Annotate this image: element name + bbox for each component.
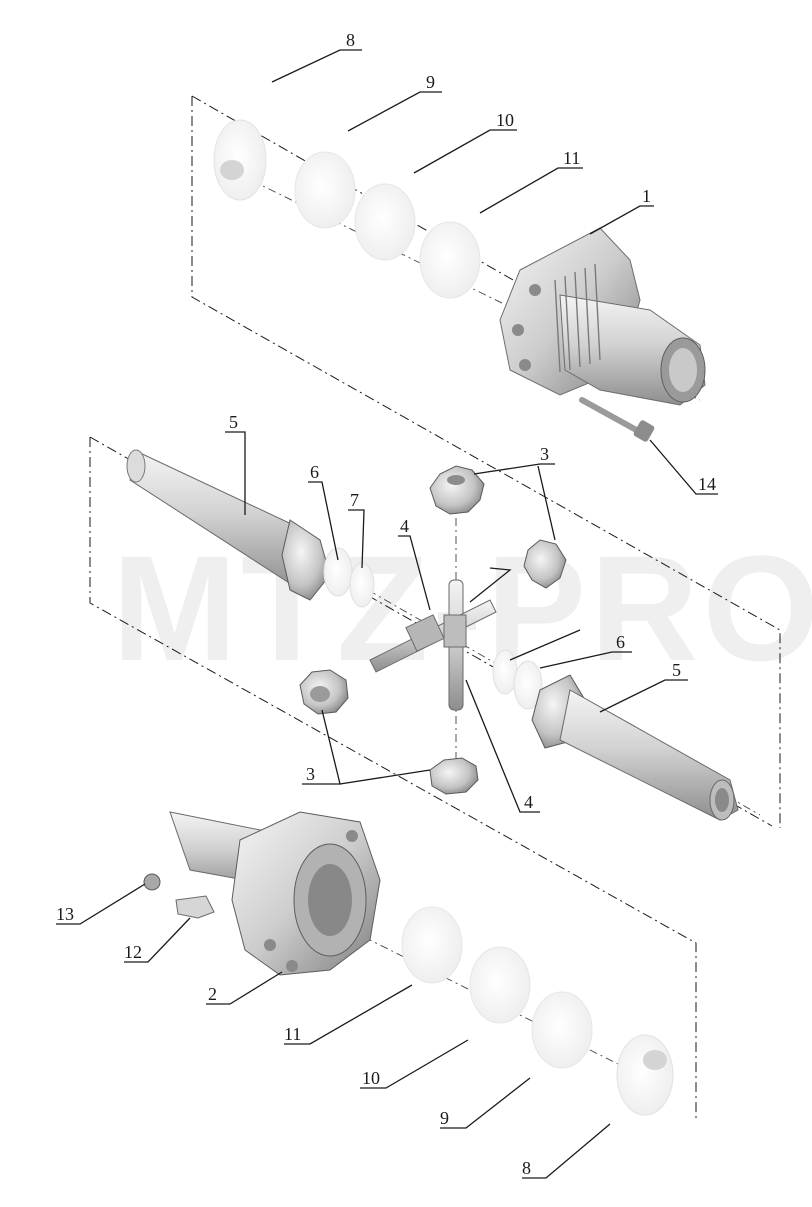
callout-9-top: 9 [426,72,435,92]
callout-6-left: 6 [310,462,319,482]
callout-3-top: 3 [540,444,549,464]
leader-12 [124,917,191,963]
callout-5-left: 5 [229,412,238,432]
callout-11-top: 11 [563,148,580,168]
middle-frame [89,437,697,1120]
housing-1 [499,227,706,406]
callout-1: 1 [642,186,651,206]
washer-8-bottom-hole [643,1050,667,1070]
upper-washers [213,119,481,299]
callout-8-bottom: 8 [522,1158,531,1178]
callout-2: 2 [208,984,217,1004]
leader-1 [589,205,654,235]
gear-3-left [299,669,349,715]
callout-4-bottom: 4 [524,792,533,812]
callout-10-top: 10 [496,110,514,130]
leader-11-top [479,167,583,214]
nut-13 [143,873,161,891]
satellite-gears-3 [299,465,567,795]
callout-6-right: 6 [616,632,625,652]
callout-labels: 8 9 10 11 1 14 5 6 7 4 3 6 5 3 4 13 12 2… [56,30,716,1178]
leader-5-right [599,679,688,713]
washer-9-bottom [531,991,593,1069]
washer-10-bottom [469,946,531,1024]
washer-9-top [294,151,356,229]
leader-8-top [271,49,362,83]
washer-11-top [419,221,481,299]
leader-5-left [225,431,246,515]
callout-8-top: 8 [346,30,355,50]
leader-2 [206,971,283,1005]
leader-6-right [539,651,632,669]
callout-3-bottom: 3 [306,764,315,784]
lower-washers [401,906,674,1116]
leader-3-bottom-b [339,769,431,785]
leader-6-right-b [509,629,581,661]
leader-9-top [347,91,442,132]
gear-3-bottom [429,757,479,795]
leader-4-top [398,535,431,611]
washers-6-right [492,649,543,710]
lock-plate-12 [175,895,215,919]
callout-4-top: 4 [400,516,409,536]
leader-4-mid [469,567,512,603]
washer-8-bottom [616,1034,674,1116]
leader-lines [56,49,718,1179]
washer-11-bottom [401,906,463,984]
leader-4-bottom [465,679,540,813]
callout-5-right: 5 [672,660,681,680]
bolt-14 [579,397,655,442]
axle-shaft-5-left [126,449,331,601]
washers-6-7-left [323,547,375,608]
leader-8-bottom [522,1123,611,1179]
housing-2 [169,811,381,976]
gear-3-top [429,465,485,515]
callout-12: 12 [124,942,142,962]
axle-shaft-5-right [531,674,739,821]
callout-11-bottom: 11 [284,1024,301,1044]
callout-9-bottom: 9 [440,1108,449,1128]
gear-3-right [523,539,567,589]
leader-6-left [308,481,339,561]
washer-10-top [354,183,416,261]
washer-8-top-hole [220,160,244,180]
leader-3-top-b [537,465,556,541]
leader-10-bottom [360,1039,469,1089]
leader-9-bottom [440,1077,531,1129]
leader-13 [56,883,146,925]
callout-13: 13 [56,904,74,924]
callout-14: 14 [698,474,716,494]
lower-axis [299,904,671,1091]
callout-10-bottom: 10 [362,1068,380,1088]
leader-11-bottom [284,984,413,1045]
leader-3-top-a [473,463,555,475]
leader-7 [348,509,365,569]
callout-7: 7 [350,490,359,510]
upper-frame [191,96,781,828]
cross-4 [369,579,497,711]
leader-14 [649,439,718,495]
washer-8-top [213,119,267,201]
leader-10-top [413,129,517,174]
